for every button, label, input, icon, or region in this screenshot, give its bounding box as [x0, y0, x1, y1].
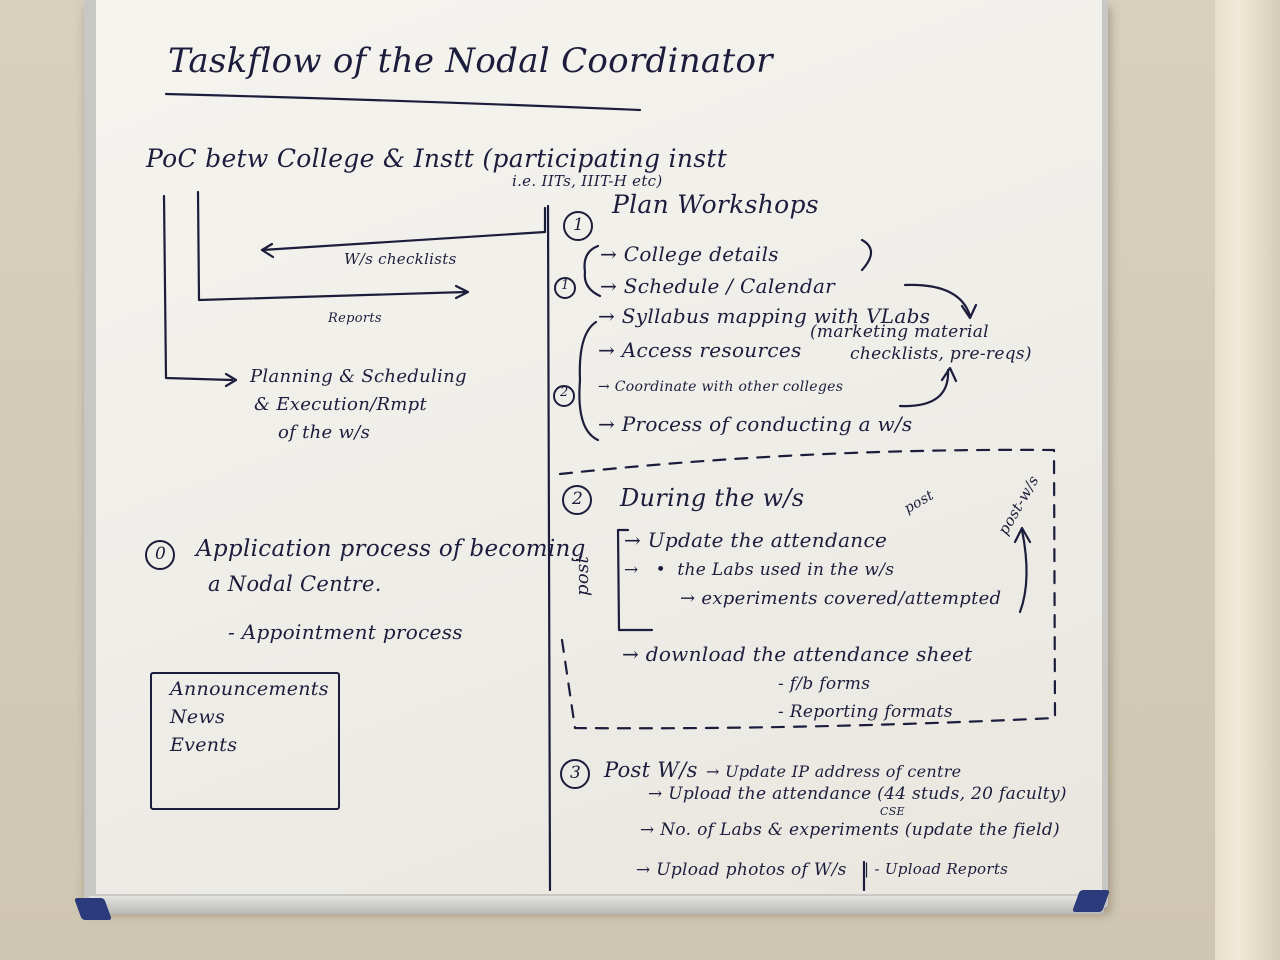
vlabs-link	[903, 283, 972, 318]
poc-branch-line-a	[162, 194, 234, 382]
marker-tray	[88, 896, 1104, 914]
group2-number: 2	[560, 385, 569, 400]
step1-circle	[563, 211, 593, 241]
syllabus-label: Syllabus mapping with VLabs	[621, 304, 931, 328]
step1-title: Plan Workshops	[612, 190, 819, 219]
upload-attendance-item: → Upload the attendance (44 studs, 20 fa…	[648, 784, 1067, 804]
planning-line-3: of the w/s	[278, 422, 371, 443]
labs-used-item: → • the Labs used in the w/s	[624, 560, 895, 580]
vertical-divider	[546, 204, 552, 892]
poc-line-2: i.e. IITs, IIIT-H etc)	[512, 172, 663, 190]
planning-line-1: Planning & Scheduling	[250, 366, 467, 387]
news-item: News	[170, 706, 226, 728]
college-details-label: College details	[623, 242, 779, 266]
step0-line-2: a Nodal Centre.	[208, 572, 382, 596]
step3-circle	[560, 759, 590, 789]
update-attendance-label: Update the attendance	[647, 528, 888, 552]
schedule-label: Schedule / Calendar	[623, 274, 836, 298]
access-resources-label: Access resources	[621, 338, 802, 362]
reports-label: Reports	[328, 311, 382, 326]
experiments-label: experiments covered/attempted	[701, 588, 1002, 609]
college-details-item: → College details	[600, 242, 779, 266]
announcements-box	[150, 672, 340, 810]
step3-number: 3	[570, 763, 582, 783]
labs-experiments-item: → No. of Labs & experiments (update the …	[640, 820, 1060, 840]
update-attendance-item: → Update the attendance	[624, 528, 888, 552]
step2-circle	[562, 485, 592, 515]
door-trim	[1215, 0, 1280, 960]
process-label: Process of conducting a w/s	[621, 412, 913, 436]
group1-number: 1	[561, 278, 570, 293]
whiteboard	[96, 0, 1102, 894]
group1-circle	[554, 277, 576, 299]
cse-note: CSE	[880, 805, 905, 818]
syllabus-item: → Syllabus mapping with VLabs	[598, 304, 931, 328]
resources-note-2: checklists, pre-reqs)	[850, 344, 1032, 364]
poc-branch-line-b	[196, 190, 468, 302]
post-ws-arrow	[1018, 528, 1028, 614]
access-resources-item: → Access resources	[598, 338, 802, 362]
process-item: → Process of conducting a w/s	[598, 412, 913, 436]
step2-number: 2	[572, 489, 584, 509]
step0-circle	[145, 540, 175, 570]
labs-used-label: the Labs used in the w/s	[677, 560, 895, 580]
upload-photos-item: → Upload photos of W/s	[636, 860, 847, 880]
planning-line-2: & Execution/Rmpt	[254, 394, 428, 415]
announcements-item: Announcements	[170, 678, 329, 700]
coordinate-label: Coordinate with other colleges	[614, 379, 844, 395]
step3-title: Post W/s	[604, 758, 698, 782]
poc-line-1: PoC betw College & Instt (participating …	[146, 144, 728, 173]
feedback-forms-item: - f/b forms	[778, 674, 871, 694]
download-attendance-label: download the attendance sheet	[645, 642, 973, 666]
group1-brace	[583, 244, 602, 298]
schedule-item: → Schedule / Calendar	[600, 274, 836, 298]
checklists-arrow	[260, 206, 547, 252]
resources-note-1: (marketing material	[810, 322, 989, 342]
reporting-formats-item: - Reporting formats	[778, 702, 953, 722]
ws-checklists-label: W/s checklists	[344, 250, 457, 268]
calendar-loop	[860, 238, 873, 272]
coordinate-item: → Coordinate with other colleges	[598, 379, 844, 395]
experiments-item: → experiments covered/attempted	[680, 588, 1002, 609]
board-title: Taskflow of the Nodal Coordinator	[168, 41, 773, 81]
group2-brace	[578, 320, 600, 442]
events-item: Events	[170, 734, 238, 756]
step0-sub: - Appointment process	[228, 620, 463, 644]
post-bracket	[616, 528, 654, 632]
conduct-link	[898, 368, 950, 408]
title-underline	[164, 92, 642, 112]
upload-reports-item: | - Upload Reports	[864, 860, 1009, 878]
during-dashed-box	[558, 448, 1057, 730]
step0-number: 0	[155, 544, 167, 564]
step1-number: 1	[573, 215, 585, 235]
step2-title: During the w/s	[620, 484, 805, 512]
download-attendance-item: → download the attendance sheet	[622, 642, 973, 666]
post-side-label: post	[572, 555, 593, 596]
group2-circle	[553, 385, 575, 407]
step0-line-1: Application process of becoming	[196, 536, 586, 562]
update-ip-item: → Update IP address of centre	[706, 762, 962, 781]
